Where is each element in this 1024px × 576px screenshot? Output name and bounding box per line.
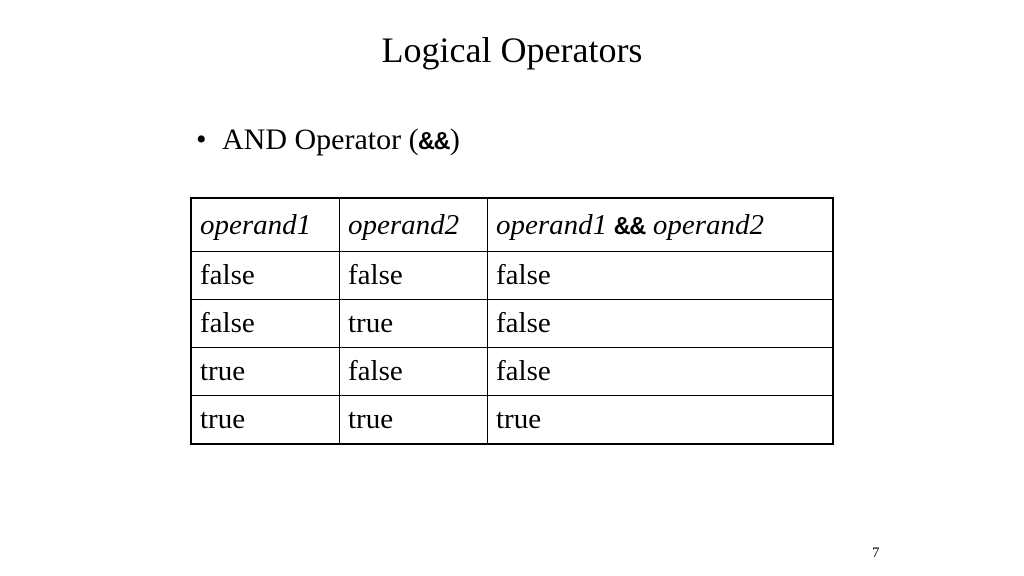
table-cell: false xyxy=(339,251,488,300)
header-result-operator: && xyxy=(614,211,646,242)
header-result: operand1 && operand2 xyxy=(487,197,834,252)
slide-number: 7 xyxy=(872,545,880,561)
bullet-item-and-operator: • AND Operator (&&) xyxy=(196,120,460,162)
table-header-row: operand1 operand2 operand1 && operand2 xyxy=(190,197,834,252)
bullet-text-before: AND Operator ( xyxy=(222,123,419,156)
table-cell: false xyxy=(190,251,340,300)
table-cell: true xyxy=(339,395,488,445)
table-cell: true xyxy=(190,347,340,396)
table-cell: false xyxy=(190,299,340,348)
table-cell: true xyxy=(190,395,340,445)
table-cell: false xyxy=(487,251,834,300)
bullet-marker: • xyxy=(196,123,207,156)
table-cell: false xyxy=(339,347,488,396)
truth-table: operand1 operand2 operand1 && operand2 f… xyxy=(190,197,834,445)
header-result-left: operand1 xyxy=(496,208,608,241)
header-result-right: operand2 xyxy=(652,208,765,241)
bullet-text-after: ) xyxy=(449,123,460,156)
bullet-operator: && xyxy=(418,127,450,157)
table-cell: true xyxy=(339,299,488,348)
header-operand2: operand2 xyxy=(339,197,488,252)
table-cell: false xyxy=(487,347,834,396)
table-row: false false false xyxy=(190,251,834,300)
table-row: true false false xyxy=(190,347,834,396)
table-row: true true true xyxy=(190,395,834,445)
table-row: false true false xyxy=(190,299,834,348)
table-cell: true xyxy=(487,395,834,445)
slide-title: Logical Operators xyxy=(381,30,643,70)
table-cell: false xyxy=(487,299,834,348)
header-operand1: operand1 xyxy=(190,197,340,252)
